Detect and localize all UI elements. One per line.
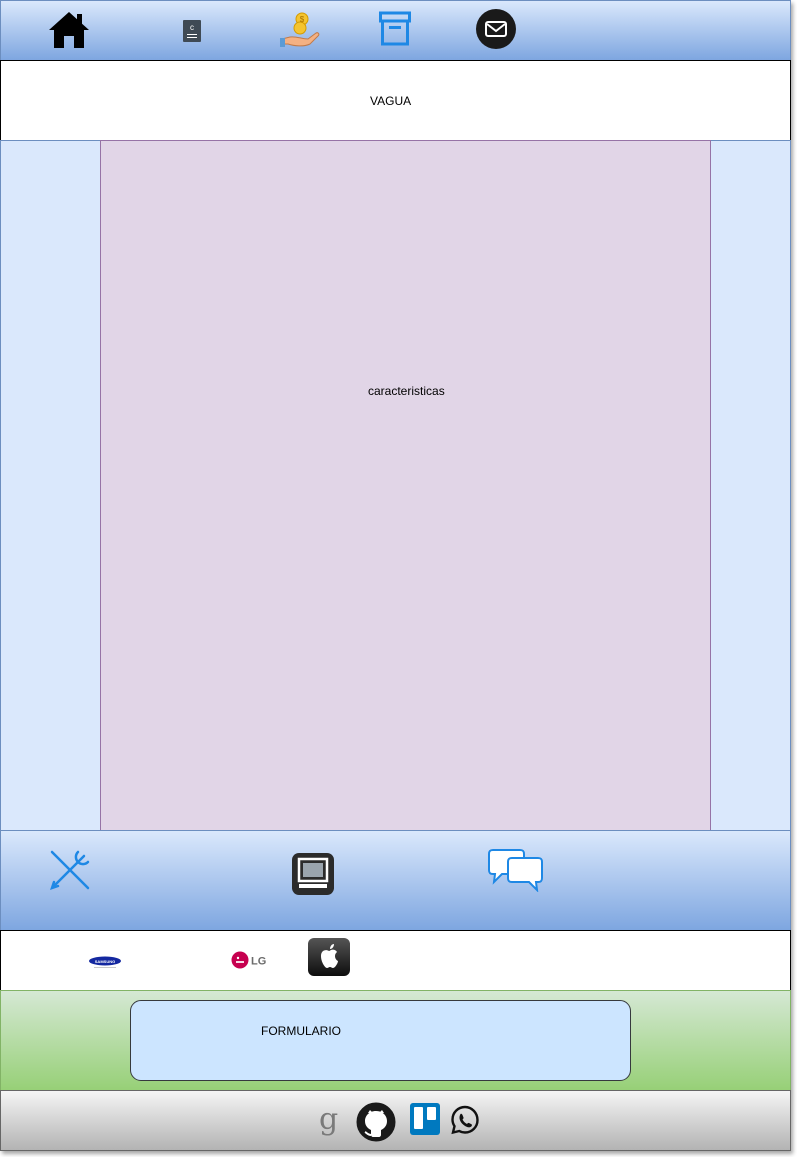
archive-box-icon[interactable] xyxy=(379,11,411,47)
top-nav-bar xyxy=(0,0,791,61)
footer-bar xyxy=(0,1090,791,1151)
svg-text:$: $ xyxy=(300,15,305,24)
document-icon[interactable]: c xyxy=(182,19,202,43)
form-label: FORMULARIO xyxy=(261,1024,342,1038)
home-icon[interactable] xyxy=(48,10,90,50)
google-icon[interactable]: g xyxy=(319,1102,339,1137)
mail-icon[interactable] xyxy=(475,9,517,49)
svg-text:LG: LG xyxy=(251,956,266,968)
tools-icon[interactable] xyxy=(48,848,92,892)
apple-logo[interactable] xyxy=(308,938,350,976)
content-area xyxy=(100,140,711,831)
money-hand-icon[interactable]: $ xyxy=(280,11,320,49)
content-label: caracteristicas xyxy=(368,384,445,398)
whatsapp-icon[interactable] xyxy=(449,1104,481,1136)
svg-text:c: c xyxy=(190,23,194,32)
computer-icon[interactable] xyxy=(291,852,335,896)
trello-icon[interactable] xyxy=(410,1103,440,1135)
svg-text:SAMSUNG: SAMSUNG xyxy=(95,959,115,964)
page-title: VAGUA xyxy=(370,94,412,108)
services-bar xyxy=(0,830,791,931)
github-icon[interactable] xyxy=(356,1102,396,1142)
brands-bar xyxy=(0,930,791,991)
samsung-logo[interactable]: SAMSUNG xyxy=(88,954,122,970)
form-box[interactable] xyxy=(130,1000,631,1081)
header-block xyxy=(0,60,791,141)
lg-logo[interactable]: LG xyxy=(231,950,271,970)
chat-icon[interactable] xyxy=(488,848,544,892)
